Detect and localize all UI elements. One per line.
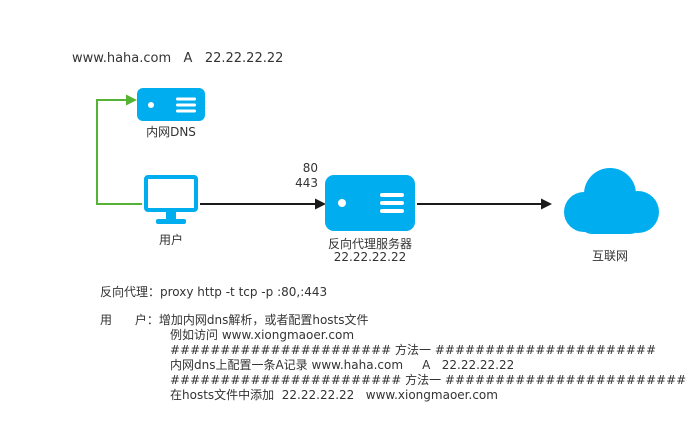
user-to-dns-arrowhead xyxy=(126,94,137,106)
vent-line xyxy=(380,193,404,197)
server-vents-icon xyxy=(176,97,196,112)
port-http-label: 80 xyxy=(302,161,318,175)
note-method-divider-2: ####################### 方法一 ############… xyxy=(170,373,687,387)
note-dns-a-record: 内网dns上配置一条A记录 www.haha.com A 22.22.22.22 xyxy=(170,358,515,372)
proxy-ports: 80 443 xyxy=(278,161,318,191)
note-example-visit: 例如访问 www.xiongmaoer.com xyxy=(170,328,355,342)
dns-record-text: www.haha.com A 22.22.22.22 xyxy=(72,51,284,66)
internet-cloud-icon xyxy=(564,168,659,234)
server-led-dot xyxy=(338,199,346,207)
proxy-to-internet-arrowhead xyxy=(541,198,552,210)
monitor-screen xyxy=(144,175,198,212)
proxy-label: 反向代理服务器 xyxy=(327,237,412,251)
server-led-dot xyxy=(148,101,154,108)
note-user-instruction: 用 户：增加内网dns解析，或者配置hosts文件 xyxy=(100,313,369,327)
monitor-stand-base xyxy=(156,219,186,224)
proxy-ip-label: 22.22.22.22 xyxy=(333,250,407,264)
monitor-stand-neck xyxy=(166,212,176,219)
vent-line xyxy=(176,109,196,112)
port-https-label: 443 xyxy=(295,176,318,190)
vent-line xyxy=(176,103,196,106)
vent-line xyxy=(380,201,404,205)
user-monitor-icon xyxy=(144,175,198,224)
user-to-proxy-arrowhead xyxy=(315,198,326,210)
note-reverse-proxy-command: 反向代理：proxy http -t tcp -p :80,:443 xyxy=(100,285,328,299)
proxy-server-icon xyxy=(325,175,415,231)
user-label: 用户 xyxy=(158,233,183,247)
dns-label: 内网DNS xyxy=(146,125,196,139)
note-method-divider-1: ###################### 方法一 #############… xyxy=(170,343,657,357)
note-hosts-file: 在hosts文件中添加 22.22.22.22 www.xiongmaoer.c… xyxy=(170,388,498,402)
server-vents-icon xyxy=(380,193,404,213)
user-to-dns-arrow xyxy=(96,99,142,205)
internet-label: 互联网 xyxy=(591,249,628,263)
vent-line xyxy=(176,97,196,100)
vent-line xyxy=(380,209,404,213)
dns-server-icon xyxy=(137,88,205,121)
